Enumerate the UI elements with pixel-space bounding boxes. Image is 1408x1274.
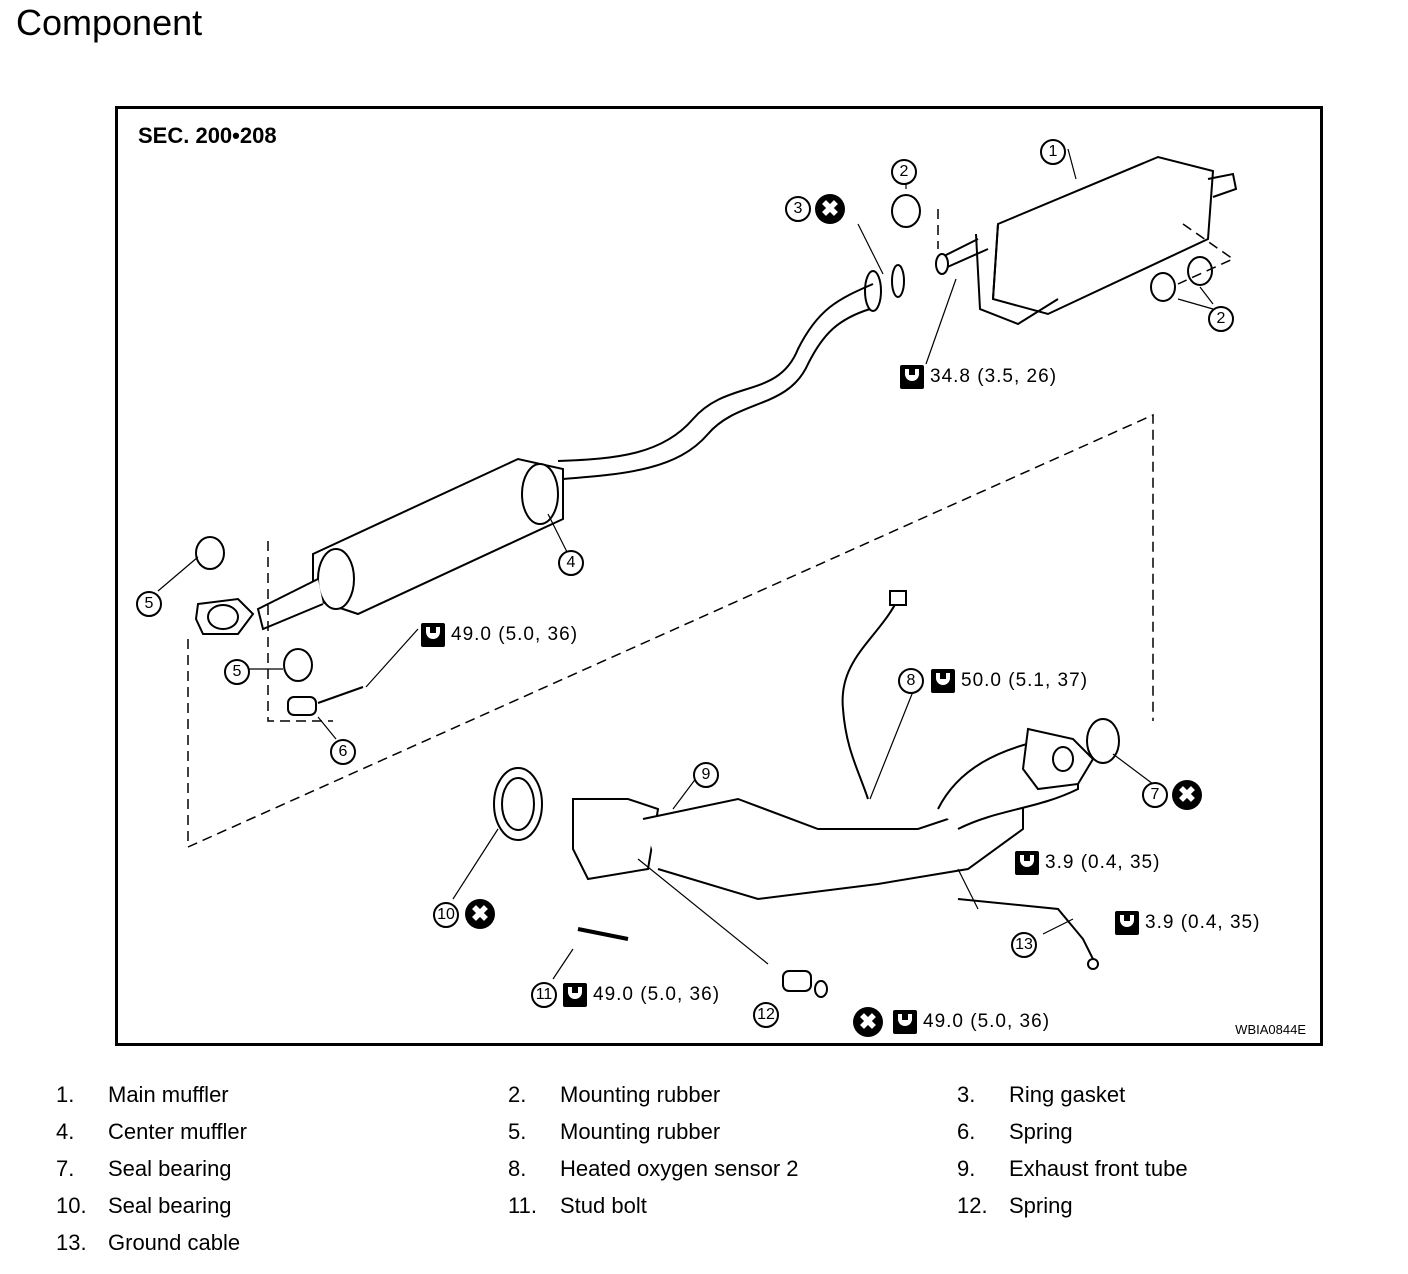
torque-wrench-icon xyxy=(1115,911,1139,935)
legend-item: 11.Stud bolt xyxy=(508,1193,647,1218)
legend-item: 7.Seal bearing xyxy=(56,1156,232,1181)
legend-item: 13.Ground cable xyxy=(56,1230,241,1255)
legend-item: 1.Main muffler xyxy=(56,1082,229,1107)
torque-spec: 3.9 (0.4, 35) xyxy=(1015,851,1160,875)
legend-item: 2.Mounting rubber xyxy=(508,1082,721,1107)
callout-1: 1 xyxy=(1040,139,1066,165)
callout-5-upper: 5 xyxy=(136,591,162,617)
page-title: Component xyxy=(16,2,203,43)
legend-item: 10.Seal bearing xyxy=(56,1193,232,1218)
torque-spec: 49.0 (5.0, 36) xyxy=(893,1010,1050,1034)
callout-6: 6 xyxy=(330,739,356,765)
section-label: SEC. 200•208 xyxy=(138,123,277,148)
torque-wrench-icon xyxy=(1015,851,1039,875)
legend-item: 5.Mounting rubber xyxy=(508,1119,721,1144)
torque-spec: 49.0 (5.0, 36) xyxy=(421,623,578,647)
nonreusable-icon-10: ✖ xyxy=(465,899,495,929)
legend-item: 3.Ring gasket xyxy=(957,1082,1126,1107)
torque-wrench-icon xyxy=(563,983,587,1007)
exhaust-system-drawing xyxy=(157,148,1238,998)
exhaust-front-tube-shape xyxy=(572,718,1120,901)
torque-spec: 50.0 (5.1, 37) xyxy=(931,669,1088,693)
torque-wrench-icon xyxy=(421,623,445,647)
legend-item: 4.Center muffler xyxy=(56,1119,247,1144)
callout-11: 11 xyxy=(531,982,557,1008)
callout-2-lower: 2 xyxy=(1208,306,1234,332)
torque-wrench-icon xyxy=(893,1010,917,1034)
callout-2-upper: 2 xyxy=(891,159,917,185)
nonreusable-icon-12: ✖ xyxy=(853,1007,883,1037)
callout-10: 10 xyxy=(433,902,459,928)
figure-code: WBIA0844E xyxy=(1235,1022,1306,1037)
torque-wrench-icon xyxy=(931,669,955,693)
callout-12: 12 xyxy=(753,1002,779,1028)
center-muffler-shape xyxy=(312,457,564,616)
nonreusable-icon-3: ✖ xyxy=(815,194,845,224)
nonreusable-icon-7: ✖ xyxy=(1172,780,1202,810)
exhaust-component-diagram: SEC. 200•208 xyxy=(115,106,1323,1046)
legend-item: 8.Heated oxygen sensor 2 xyxy=(508,1156,799,1181)
main-muffler-shape xyxy=(935,155,1238,326)
legend-item: 6.Spring xyxy=(957,1119,1073,1144)
callout-5-lower: 5 xyxy=(224,659,250,685)
callout-13: 13 xyxy=(1011,932,1037,958)
legend-item: 12.Spring xyxy=(957,1193,1073,1218)
callout-3: 3 xyxy=(785,196,811,222)
callout-9: 9 xyxy=(693,762,719,788)
torque-spec: 34.8 (3.5, 26) xyxy=(900,365,1057,389)
legend-item: 9.Exhaust front tube xyxy=(957,1156,1188,1181)
torque-spec: 3.9 (0.4, 35) xyxy=(1115,911,1260,935)
callout-7: 7 xyxy=(1142,782,1168,808)
torque-spec: 49.0 (5.0, 36) xyxy=(563,983,720,1007)
callout-4: 4 xyxy=(558,550,584,576)
torque-wrench-icon xyxy=(900,365,924,389)
callout-8: 8 xyxy=(898,668,924,694)
